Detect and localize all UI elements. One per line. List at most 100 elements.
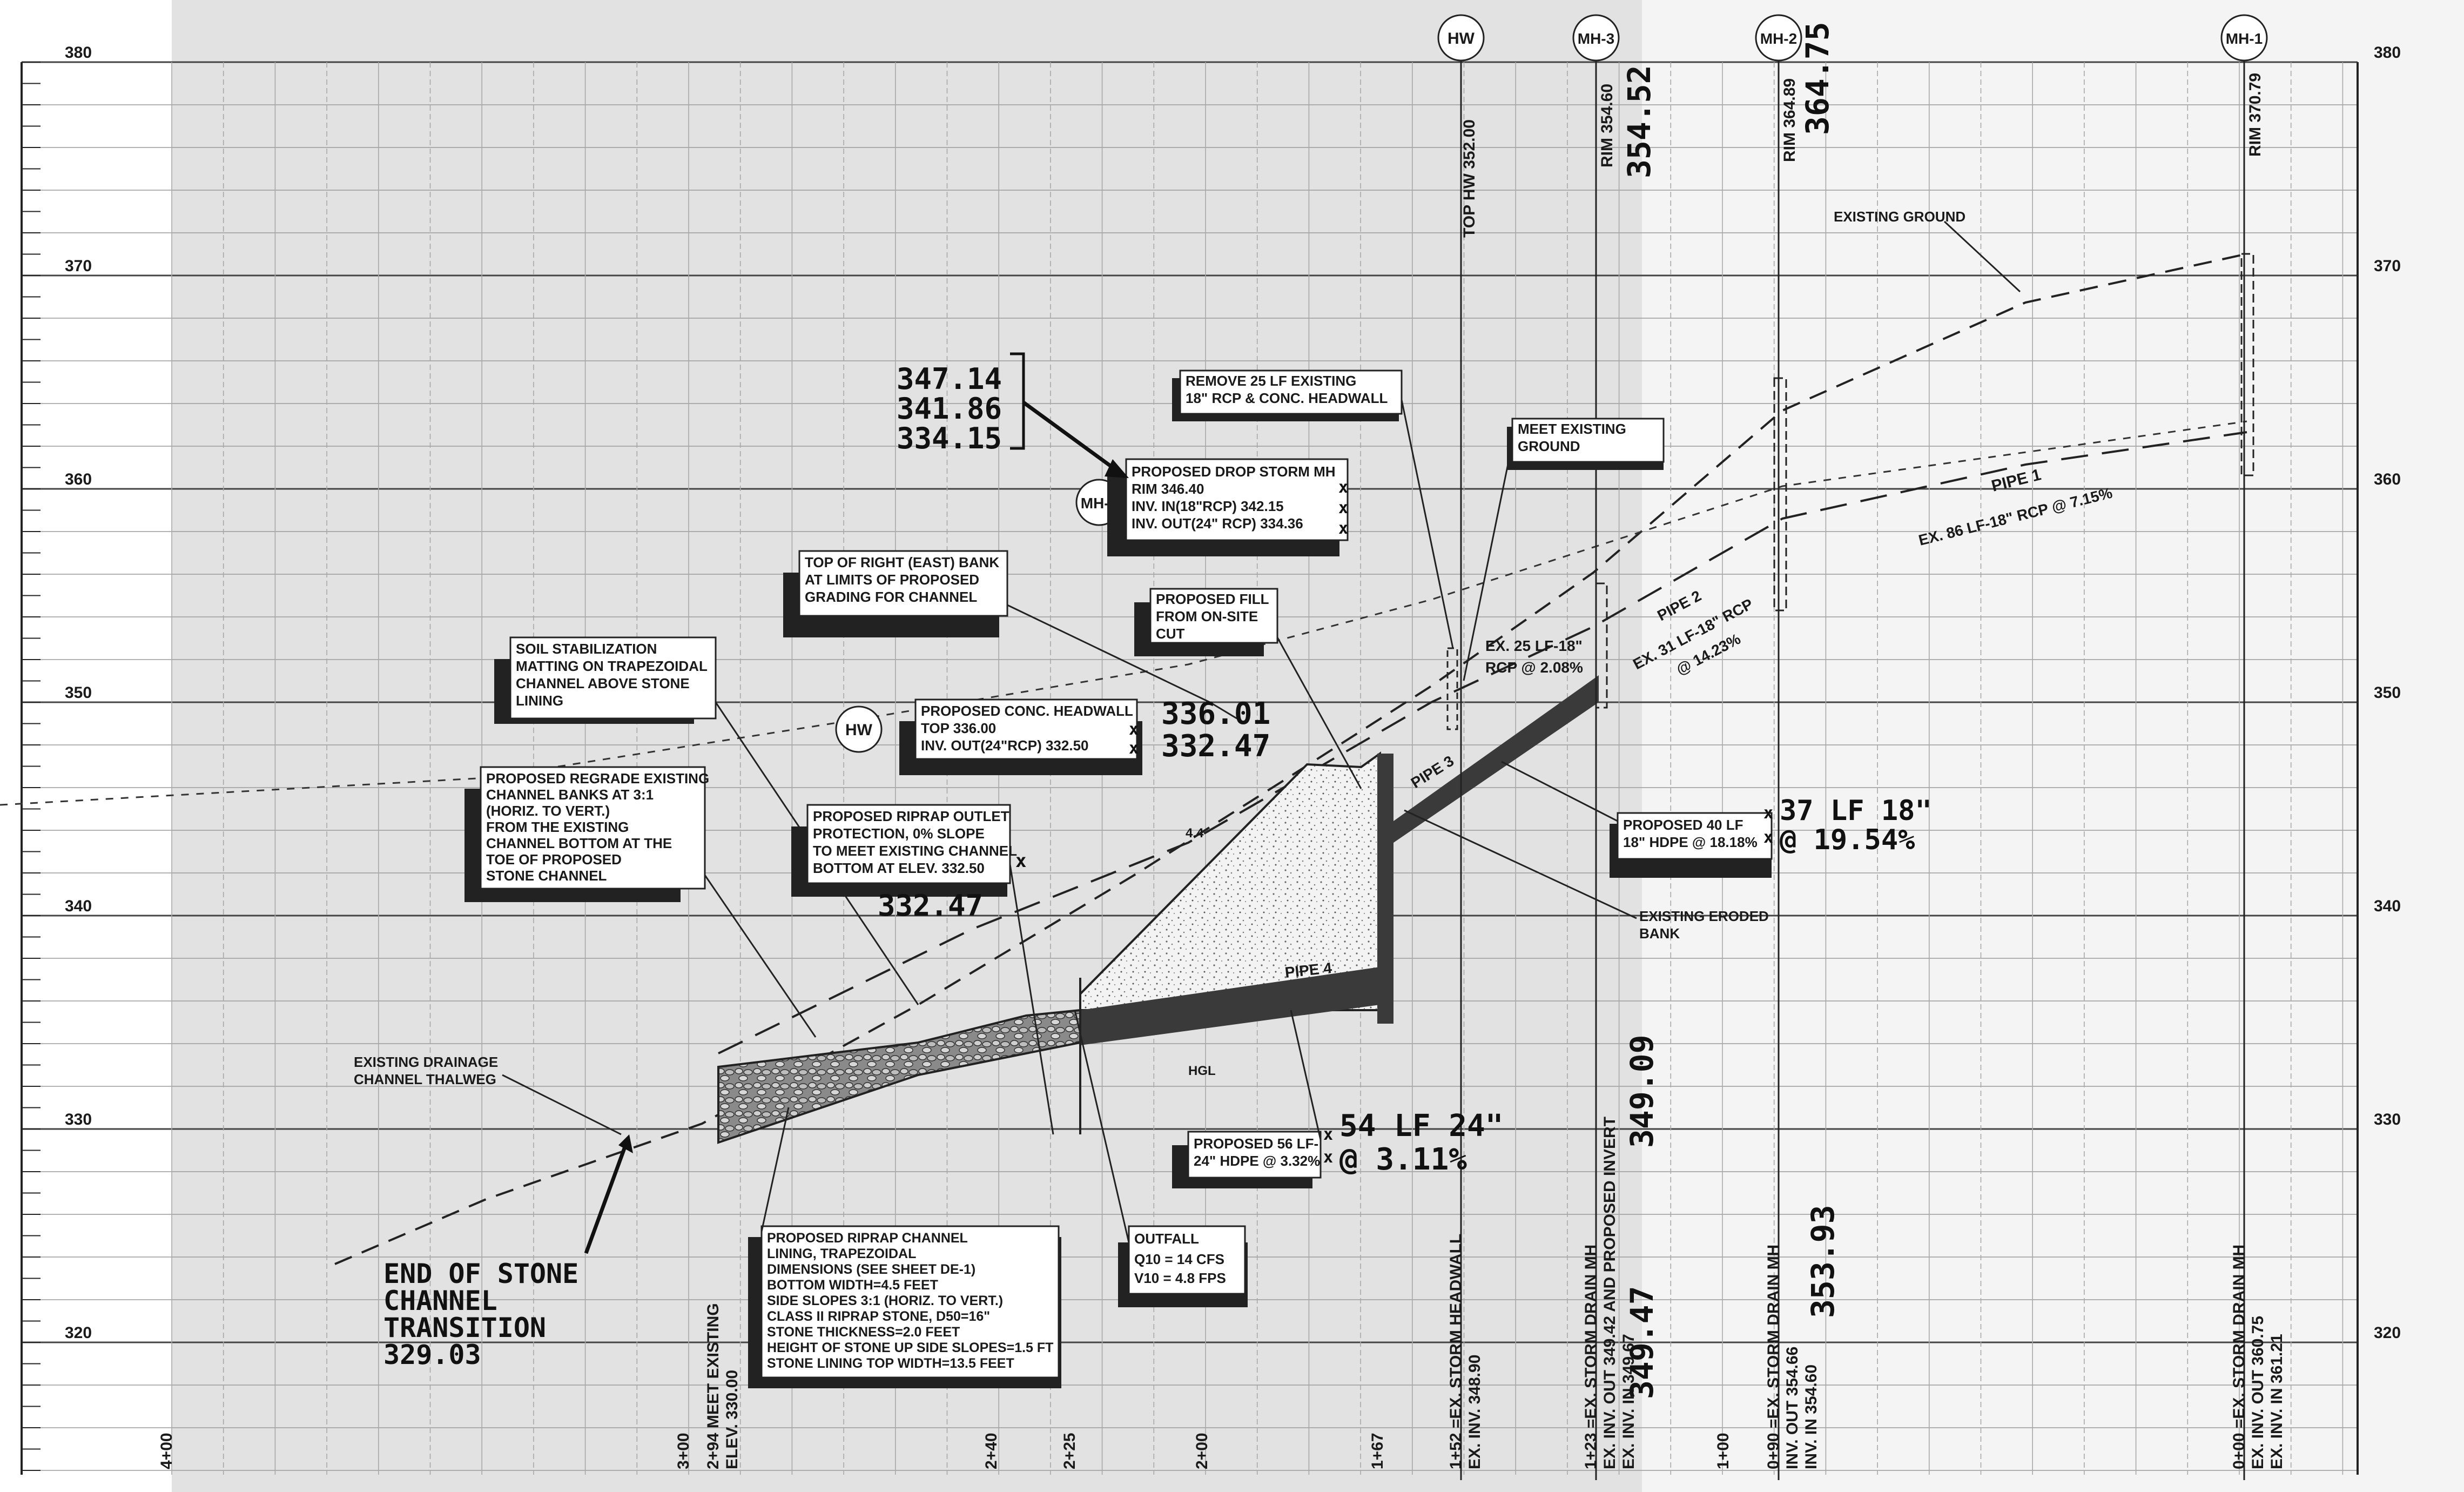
mh3-bubble bbox=[1572, 14, 1620, 62]
profile-grid bbox=[21, 61, 2359, 1475]
proposed-pipe-4 bbox=[1080, 967, 1380, 1045]
hand-arrow-end-stone bbox=[584, 1141, 629, 1254]
note-hdpe-56: PROPOSED 56 LF- 24" HDPE @ 3.32% bbox=[1172, 1010, 1322, 1188]
note-soil-line-3: CHANNEL ABOVE STONE bbox=[516, 675, 690, 691]
note-dropmh-line-1: PROPOSED DROP STORM MH bbox=[1132, 463, 1336, 480]
note-lining-line-8: HEIGHT OF STONE UP SIDE SLOPES=1.5 FT bbox=[767, 1340, 1053, 1355]
note-hdpe40-line-2: 18" HDPE @ 18.18% bbox=[1623, 834, 1758, 850]
handwritten-annotations: 347.14 341.86 334.15 x x 336.01 332.47 3… bbox=[383, 22, 1932, 1399]
hand-mh3-invert-2: 349.47 bbox=[1624, 1286, 1660, 1399]
elevation-label-right: 350 bbox=[2374, 684, 2401, 702]
station-1-23: 1+23 =EX. STORM DRAIN MH bbox=[1582, 1245, 1600, 1469]
svg-text:x: x bbox=[1763, 804, 1773, 823]
note-regrade-line-1: PROPOSED REGRADE EXISTING bbox=[486, 770, 709, 787]
svg-text:x: x bbox=[1015, 850, 1026, 872]
hw-left-bubble bbox=[835, 705, 883, 753]
station-0-90: 0+90 =EX. STORM DRAIN MH bbox=[1765, 1245, 1782, 1469]
mh2-bubble bbox=[1755, 14, 1802, 62]
hand-mh4-inv-out: 334.15 bbox=[897, 421, 1002, 455]
hand-mh3-invert: 349.09 bbox=[1624, 1034, 1660, 1148]
hand-mh2-rim: 364.75 bbox=[1799, 22, 1836, 135]
station-1-00: 1+00 bbox=[1714, 1433, 1732, 1469]
hand-arrow-mh4 bbox=[1022, 401, 1125, 477]
station-0-90-inv-in: INV. IN 354.60 bbox=[1802, 1365, 1820, 1469]
station-2-94-elev: ELEV. 330.00 bbox=[723, 1370, 741, 1469]
note-fill-line-1: PROPOSED FILL bbox=[1156, 591, 1269, 607]
hw-bubble bbox=[1437, 14, 1485, 62]
note-lining-line-6: CLASS II RIPRAP STONE, D50=16" bbox=[767, 1309, 990, 1324]
existing-ground-leader bbox=[1943, 220, 2021, 293]
mh1-rim-elevation: RIM 370.79 bbox=[2246, 73, 2264, 157]
note-fill-line-2: FROM ON-SITE bbox=[1156, 608, 1258, 624]
hw-top-elevation: TOP HW 352.00 bbox=[1460, 119, 1478, 238]
note-outfall: OUTFALL Q10 = 14 CFS V10 = 4.8 FPS bbox=[1074, 1010, 1248, 1307]
note-lining-line-5: SIDE SLOPES 3:1 (HORIZ. TO VERT.) bbox=[767, 1293, 1003, 1308]
thalweg-label: EXISTING DRAINAGE bbox=[354, 1054, 498, 1070]
hand-mh4-inv-in: 341.86 bbox=[897, 392, 1002, 426]
note-hdpe40-line-1: PROPOSED 40 LF bbox=[1623, 817, 1743, 833]
hand-mh2-invert: 353.93 bbox=[1805, 1205, 1841, 1318]
note-headwall-line-2: TOP 336.00 bbox=[921, 720, 996, 736]
note-remove: REMOVE 25 LF EXISTING 18" RCP & CONC. HE… bbox=[1172, 369, 1454, 649]
note-top-bank: TOP OF RIGHT (EAST) BANK AT LIMITS OF PR… bbox=[783, 550, 1237, 720]
hand-end-stone-1: END OF STONE bbox=[383, 1258, 578, 1289]
elevation-label-right: 360 bbox=[2374, 471, 2401, 488]
station-1-52-inv: EX. INV. 348.90 bbox=[1466, 1355, 1484, 1469]
mh1-structure bbox=[2240, 253, 2254, 476]
svg-text:x: x bbox=[1323, 1148, 1333, 1167]
svg-text:x: x bbox=[1323, 1125, 1333, 1144]
note-outfall-line-2: Q10 = 14 CFS bbox=[1134, 1251, 1224, 1267]
hand-end-stone-2: CHANNEL bbox=[383, 1285, 497, 1316]
station-1-23-inv-in: EX. INV. IN 349.67 bbox=[1620, 1334, 1638, 1469]
station-2-40: 2+40 bbox=[982, 1433, 1000, 1469]
station-0-00: 0+00 =EX. STORM DRAIN MH bbox=[2230, 1245, 2248, 1469]
note-soil-line-2: MATTING ON TRAPEZOIDAL bbox=[516, 658, 708, 674]
svg-text:x: x bbox=[1763, 828, 1773, 847]
note-topbank-line-3: GRADING FOR CHANNEL bbox=[805, 589, 977, 605]
note-regrade-line-5: CHANNEL BOTTOM AT THE bbox=[486, 835, 672, 851]
elevation-label-left: 320 bbox=[65, 1324, 92, 1342]
eroded-bank-label-2: BANK bbox=[1639, 925, 1680, 942]
elevation-label-right: 330 bbox=[2374, 1111, 2401, 1128]
note-dropmh-line-3: INV. IN(18"RCP) 342.15 bbox=[1132, 498, 1284, 514]
mh3-bubble-label: MH-3 bbox=[1578, 30, 1614, 47]
hand-pipe56-length: 54 LF 24" bbox=[1339, 1108, 1503, 1144]
ex-25lf-slope: RCP @ 2.08% bbox=[1485, 659, 1583, 676]
elevation-label-left: 330 bbox=[65, 1111, 92, 1128]
note-remove-line-2: 18" RCP & CONC. HEADWALL bbox=[1186, 390, 1388, 406]
note-lining-line-7: STONE THICKNESS=2.0 FEET bbox=[767, 1325, 960, 1340]
elevation-label-left: 380 bbox=[65, 44, 92, 62]
mh2-bubble-label: MH-2 bbox=[1760, 30, 1797, 47]
station-labels: 4+00 3+00 2+94 MEET EXISTING ELEV. 330.0… bbox=[158, 1117, 2286, 1469]
hand-pipe40-slope: @ 19.54% bbox=[1780, 824, 1915, 856]
eroded-bank-leader bbox=[1404, 809, 1637, 919]
note-regrade-line-3: (HORIZ. TO VERT.) bbox=[486, 803, 610, 819]
hgl-label: HGL bbox=[1188, 1064, 1216, 1078]
note-regrade-line-2: CHANNEL BANKS AT 3:1 bbox=[486, 787, 654, 803]
existing-ground-label: EXISTING GROUND bbox=[1834, 209, 1965, 225]
svg-text:x: x bbox=[1338, 499, 1348, 518]
elevation-label-right: 370 bbox=[2374, 257, 2401, 275]
mh3-rim-elevation: RIM 354.60 bbox=[1598, 84, 1616, 167]
hw-bubble-label: HW bbox=[1448, 30, 1475, 48]
hand-end-stone-elev: 329.03 bbox=[383, 1339, 481, 1370]
note-soil-line-1: SOIL STABILIZATION bbox=[516, 641, 657, 657]
note-outlet-line-4: BOTTOM AT ELEV. 332.50 bbox=[813, 860, 985, 876]
ex-25lf-label: EX. 25 LF-18" bbox=[1485, 637, 1583, 654]
note-headwall-line-1: PROPOSED CONC. HEADWALL bbox=[921, 703, 1133, 719]
note-dropmh-line-4: INV. OUT(24" RCP) 334.36 bbox=[1132, 515, 1303, 532]
mh1-bubble bbox=[2220, 14, 2268, 62]
station-1-23-inv-out: EX. INV. OUT 349.42 AND PROPOSED INVERT bbox=[1601, 1117, 1619, 1469]
station-0-00-inv-in: EX. INV. IN 361.21 bbox=[2268, 1334, 2286, 1469]
note-regrade-line-7: STONE CHANNEL bbox=[486, 868, 607, 884]
note-riprap-outlet: PROPOSED RIPRAP OUTLET PROTECTION, 0% SL… bbox=[791, 804, 1054, 1135]
elevation-label-left: 360 bbox=[65, 471, 92, 488]
svg-text:x: x bbox=[1338, 519, 1348, 538]
station-2-94: 2+94 MEET EXISTING bbox=[704, 1303, 722, 1469]
hand-pipe56-slope: @ 3.11% bbox=[1339, 1142, 1467, 1177]
note-lining-line-1: PROPOSED RIPRAP CHANNEL bbox=[767, 1231, 968, 1246]
mh2-rim-elevation: RIM 364.89 bbox=[1781, 78, 1799, 162]
elevation-label-right: 380 bbox=[2374, 44, 2401, 62]
note-remove-line-1: REMOVE 25 LF EXISTING bbox=[1186, 373, 1356, 389]
station-0-90-inv-out: INV. OUT 354.66 bbox=[1783, 1347, 1801, 1469]
